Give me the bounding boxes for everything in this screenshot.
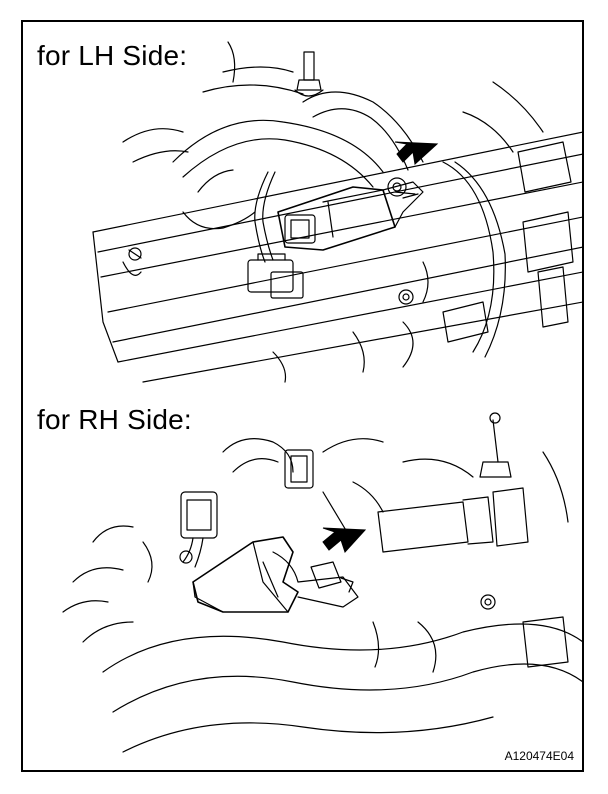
- lh-side-illustration: [23, 22, 584, 392]
- figure-code: A120474E04: [504, 749, 574, 763]
- arrow-pointer-icon: [323, 528, 365, 552]
- diagram-frame: for LH Side: for RH Side: A120474E04: [21, 20, 584, 772]
- arrow-pointer-icon: [395, 142, 437, 164]
- lh-side-label: for LH Side:: [37, 40, 188, 71]
- rh-side-label: for RH Side:: [37, 404, 192, 435]
